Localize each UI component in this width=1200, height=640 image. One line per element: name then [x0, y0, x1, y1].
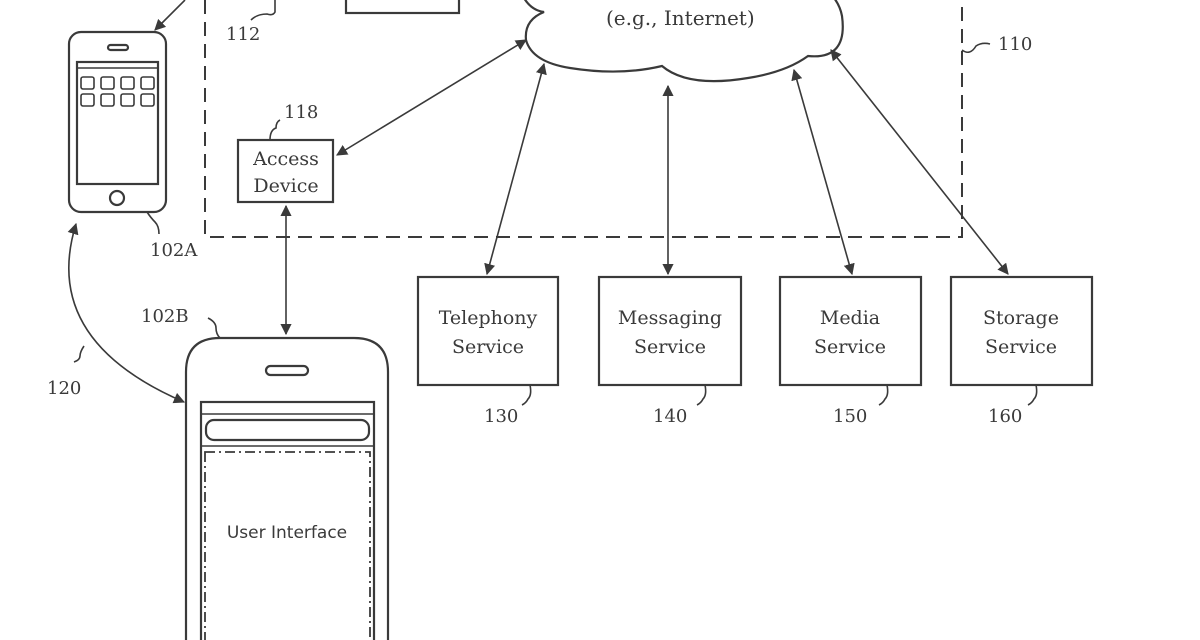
- cloud-storage-link: [830, 49, 1009, 275]
- app-icon: [140, 76, 155, 90]
- service-storage-label-line2: Service: [985, 336, 1057, 358]
- service-messaging-label-line1: Messaging: [618, 307, 722, 329]
- app-icon: [100, 93, 115, 107]
- service-storage-ref: 160: [988, 406, 1022, 427]
- device-b-ref-leader: [207, 317, 221, 339]
- access-device-label-line1: Access: [252, 148, 319, 170]
- device-a-ref-102a: 102A: [150, 240, 198, 261]
- app-icon: [80, 76, 95, 90]
- access-device-label-line2: Device: [253, 175, 318, 197]
- access-device-ref-118: 118: [284, 102, 318, 123]
- service-media-label-line2: Service: [814, 336, 886, 358]
- link-ref-120: 120: [47, 378, 81, 399]
- device-a-ref-leader: [146, 211, 160, 235]
- top-box: [344, 0, 461, 15]
- device-b-ref-102b: 102B: [141, 306, 189, 327]
- app-icon: [100, 76, 115, 90]
- service-messaging-label-line2: Service: [634, 336, 706, 358]
- cloud-label: (e.g., Internet): [606, 6, 755, 30]
- address-bar: [204, 418, 371, 442]
- service-telephony-label-line1: Telephony: [439, 307, 538, 329]
- service-messaging: Messaging Service 140: [597, 275, 743, 427]
- service-telephony-ref: 130: [484, 406, 518, 427]
- service-telephony-label-line2: Service: [452, 336, 524, 358]
- device-a-network-link: [154, 0, 186, 31]
- service-media-ref: 150: [833, 406, 867, 427]
- access-device-ref-leader: [269, 119, 281, 141]
- speaker-icon: [264, 364, 310, 377]
- device-102b: User Interface: [184, 336, 390, 640]
- device-a-device-b-link: [67, 222, 186, 404]
- user-interface-label: User Interface: [227, 523, 347, 543]
- user-interface-region: [204, 451, 371, 640]
- link-ref-leader: [73, 345, 85, 363]
- device-102a: [67, 30, 168, 214]
- cloud-telephony-link: [484, 62, 547, 276]
- service-telephony: Telephony Service 130: [416, 275, 560, 427]
- region-ref-110: 110: [998, 34, 1032, 55]
- app-icon: [120, 93, 135, 107]
- home-button-icon: [108, 189, 126, 207]
- app-icon: [140, 93, 155, 107]
- app-icon: [120, 76, 135, 90]
- service-storage: Storage Service 160: [949, 275, 1094, 427]
- service-media-label-line1: Media: [820, 307, 880, 329]
- access-device-box: [236, 138, 335, 204]
- access-device-cloud-link: [336, 39, 527, 156]
- top-box-ref-112: 112: [226, 24, 260, 45]
- cloud-media-link: [791, 68, 855, 276]
- service-media: Media Service 150: [778, 275, 923, 427]
- region-ref-leader: [961, 42, 991, 54]
- service-storage-label-line1: Storage: [983, 307, 1059, 329]
- top-box-ref-leader: [250, 0, 276, 21]
- app-icon: [80, 93, 95, 107]
- network-cloud: [523, 0, 844, 83]
- service-messaging-ref: 140: [653, 406, 687, 427]
